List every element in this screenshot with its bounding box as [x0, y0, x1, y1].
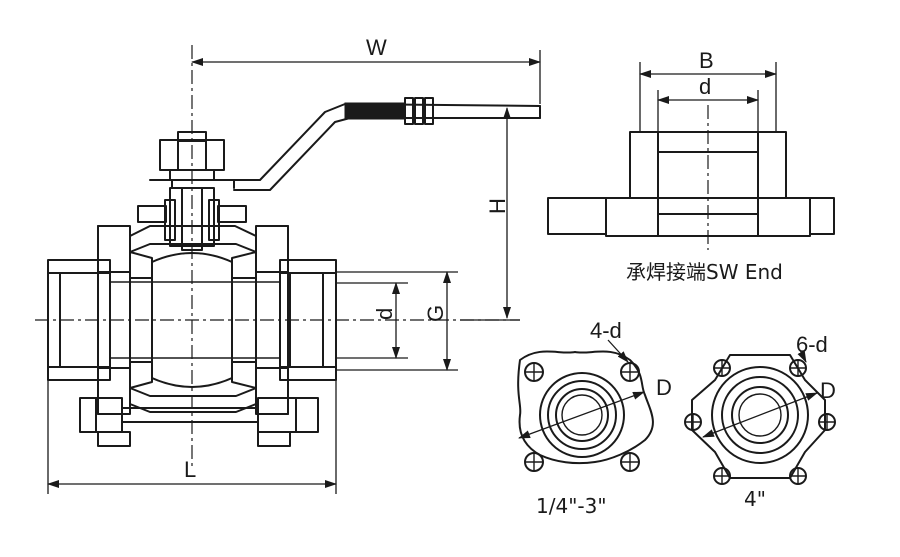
dim-label-w: W: [366, 35, 387, 60]
sw-end-caption: 承焊接端SW End: [626, 260, 783, 284]
dim-label-d: d: [372, 308, 397, 320]
size-label-small: 1/4"-3": [536, 494, 607, 518]
bolt-hole-icon: [620, 362, 640, 382]
right-end-cap: [255, 225, 337, 415]
dim-label-h: H: [485, 198, 510, 214]
socket-weld-end-detail: B d 承焊接端SW End: [547, 48, 835, 284]
ball-and-seats: [129, 251, 257, 389]
dimension-l: L: [47, 380, 337, 494]
dimension-d-bore: d: [336, 282, 408, 359]
bolt-hole-icon: [524, 452, 544, 472]
flange-6-bolt-view: 6-d D 4": [684, 332, 836, 511]
dim-label-g: G: [423, 305, 448, 322]
body-bolt: [79, 397, 319, 447]
dim-label-b: B: [699, 48, 714, 73]
pcd-label-large: D: [820, 378, 836, 403]
dimension-g: G: [336, 271, 458, 371]
dim-label-l: L: [184, 457, 196, 482]
dimension-w: W: [191, 35, 541, 104]
dim-label-d-socket: d: [699, 74, 711, 99]
handle-grip: [344, 102, 406, 120]
dimension-h: H: [460, 107, 520, 321]
bolt-hole-icon: [620, 452, 640, 472]
size-label-large: 4": [744, 487, 766, 511]
holes-label-4: 4-d: [590, 318, 622, 343]
valve-section-view: W H L G d: [35, 35, 541, 494]
flange-4-bolt-view: 4-d D 1/4"-3": [517, 318, 672, 518]
handle-lever: [233, 97, 541, 191]
holes-label-6: 6-d: [796, 332, 828, 357]
bolt-hole-icon: [524, 362, 544, 382]
pcd-label-small: D: [656, 375, 672, 400]
